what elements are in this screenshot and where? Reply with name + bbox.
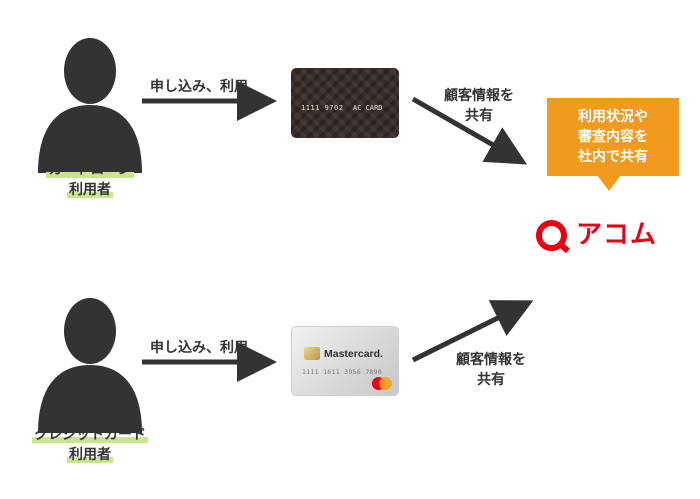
bottom-share-label-line2: 共有 bbox=[477, 372, 505, 388]
loan-card-number: 1111 9702 bbox=[301, 104, 344, 112]
bottom-share-label: 顧客情報を 共有 bbox=[446, 350, 536, 390]
loan-card-brand: AC CARD bbox=[353, 104, 383, 112]
bottom-user-label-line2: 利用者 bbox=[67, 447, 113, 463]
top-user-label: カードローン 利用者 bbox=[15, 160, 165, 200]
credit-card-brand: Mastercard. bbox=[324, 348, 383, 360]
credit-card-image: Mastercard. 1111 1611 3956 7890 bbox=[291, 326, 399, 396]
top-person-icon bbox=[38, 38, 142, 173]
bottom-share-arrow bbox=[411, 300, 534, 363]
acom-logo-text: アコム bbox=[576, 220, 658, 250]
top-apply-label: 申し込み、利用 bbox=[150, 79, 248, 95]
bubble-line2: 審査内容を bbox=[578, 129, 648, 145]
bubble-tail bbox=[597, 175, 621, 191]
card-chip-icon bbox=[304, 347, 320, 360]
bottom-user-label: クレジットカード 利用者 bbox=[15, 425, 165, 465]
acom-ring-icon bbox=[536, 219, 567, 251]
loan-card-image: 1111 9702 AC CARD bbox=[291, 68, 399, 138]
top-user-label-line2: 利用者 bbox=[67, 182, 113, 198]
top-share-label: 顧客情報を 共有 bbox=[434, 86, 524, 126]
info-bubble: 利用状況や 審査内容を 社内で共有 bbox=[547, 98, 679, 176]
bubble-line1: 利用状況や bbox=[578, 109, 648, 125]
top-user-label-line1: カードローン bbox=[46, 162, 134, 178]
top-share-label-line1: 顧客情報を bbox=[444, 88, 514, 104]
mastercard-logo-icon bbox=[372, 377, 392, 390]
top-share-label-line2: 共有 bbox=[465, 108, 493, 124]
bottom-user-label-line1: クレジットカード bbox=[32, 427, 148, 443]
bottom-share-label-line1: 顧客情報を bbox=[456, 352, 526, 368]
credit-card-number: 1111 1611 3956 7890 bbox=[302, 368, 383, 376]
acom-logo: アコム bbox=[536, 219, 658, 251]
bubble-line3: 社内で共有 bbox=[578, 149, 648, 165]
top-share-arrow bbox=[411, 96, 528, 165]
bottom-person-icon bbox=[38, 298, 142, 433]
bottom-apply-label: 申し込み、利用 bbox=[150, 340, 248, 356]
